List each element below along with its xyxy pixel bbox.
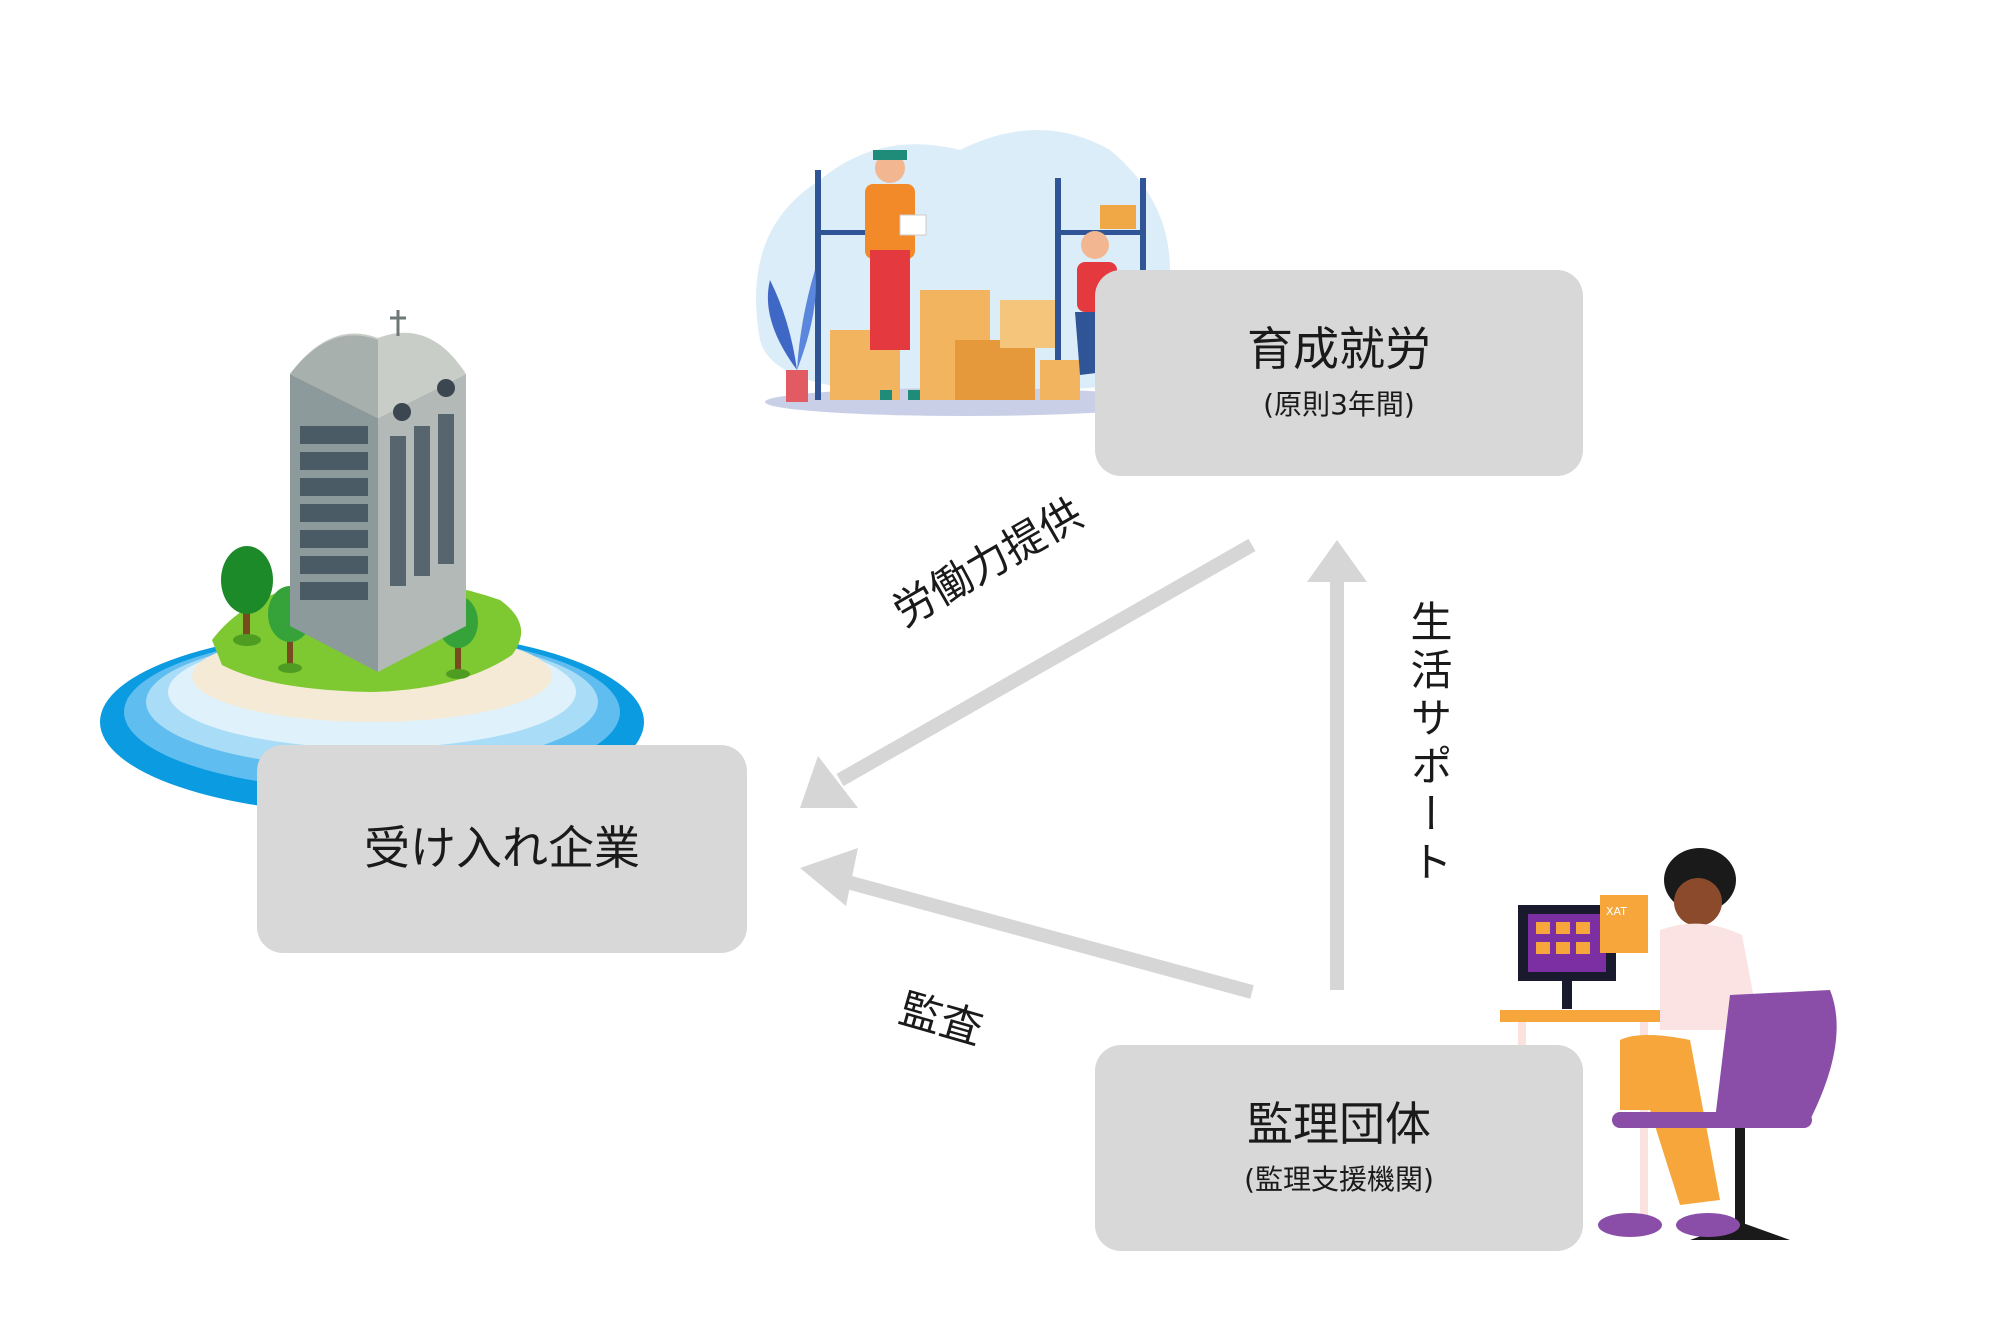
edge-label-life-support: 生活サポート [1404,600,1453,888]
node-ikusei-shuro: 育成就労 (原則3年間) [1095,270,1583,476]
arrow-audit [838,873,1254,999]
arrows [800,538,1367,999]
node-ukeire-kigyo: 受け入れ企業 [257,745,747,953]
island-building-illustration [100,310,644,814]
arrow-life-support-head [1307,540,1367,582]
tablet-label: XAT [1606,905,1627,918]
warehouse-workers-illustration [756,130,1170,416]
node-kanri-dantai: 監理団体 (監理支援機関) [1095,1045,1583,1251]
arrow-labor-head [800,756,858,808]
office-worker-illustration: XAT [1500,848,1837,1240]
node-ikusei-sub: (原則3年間) [1263,388,1415,422]
arrow-audit-head [800,848,858,906]
node-kanri-sub: (監理支援機関) [1244,1163,1434,1197]
node-ikusei-title: 育成就労 [1247,322,1431,377]
arrow-labor [836,538,1256,787]
node-kanri-title: 監理団体 [1247,1097,1431,1152]
node-ukeire-title: 受け入れ企業 [364,821,640,876]
